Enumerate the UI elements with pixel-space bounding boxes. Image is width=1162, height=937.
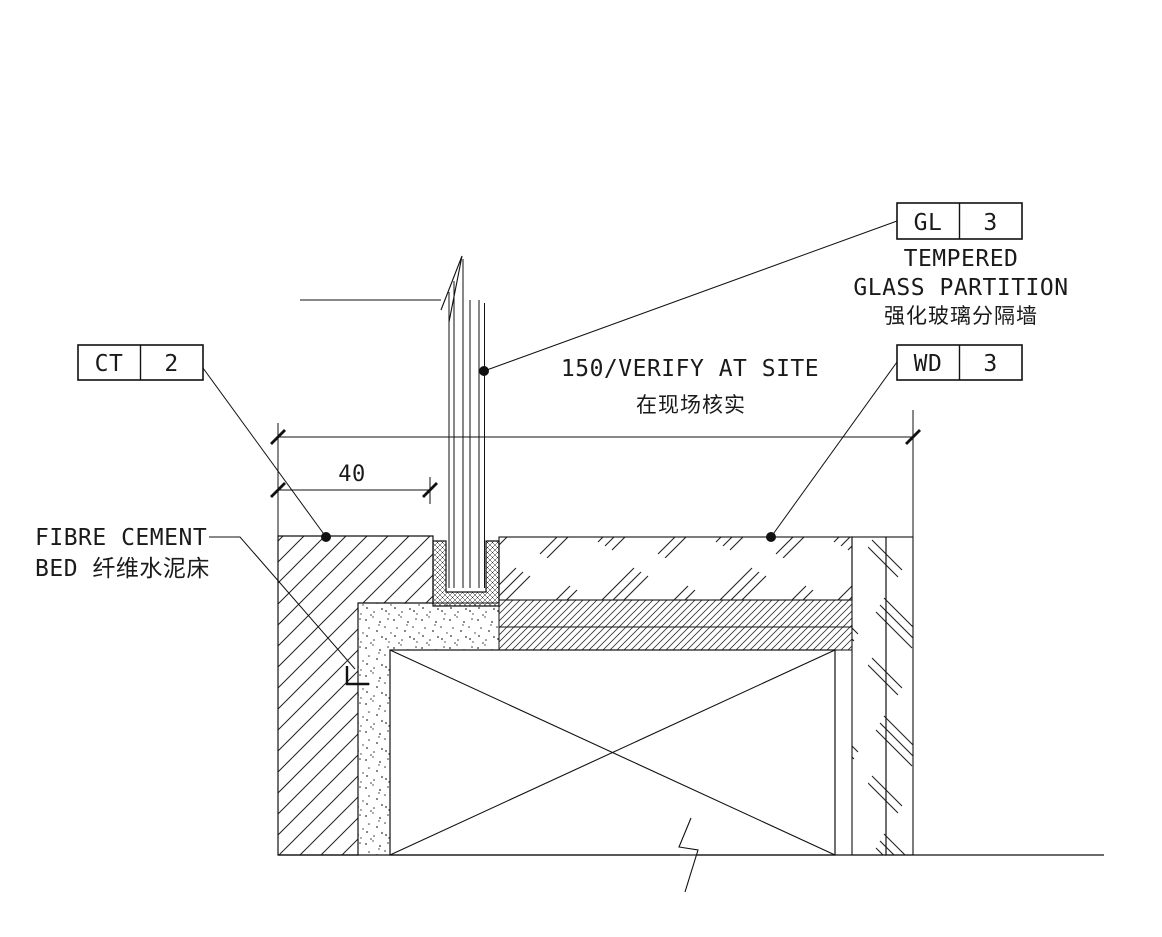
tag-gl-num: 3 xyxy=(983,210,997,236)
glass-panes xyxy=(448,259,485,588)
plywood-layer-1 xyxy=(498,599,853,628)
tag-wd-num: 3 xyxy=(983,351,997,377)
bottom-ground-line xyxy=(278,817,1104,893)
tag-ct-code: CT xyxy=(95,351,124,377)
plywood-layer-2 xyxy=(498,626,853,651)
dim-40-tick-right xyxy=(422,482,438,498)
leader-dot-gl xyxy=(479,366,489,376)
note-glass-partition: GLASS PARTITION xyxy=(853,275,1068,301)
channel-shape xyxy=(432,540,500,607)
dim-40-label: 40 xyxy=(338,462,366,487)
tag-ct: CT 2 xyxy=(77,344,204,381)
dimension-150 xyxy=(270,410,921,537)
wood-edge-planks xyxy=(851,536,914,856)
note-glass-partition-cn: 强化玻璃分隔墙 xyxy=(884,304,1038,328)
dim-150-tick-left xyxy=(270,429,286,445)
glass-channel-shoe xyxy=(432,540,500,607)
floor-break-symbol xyxy=(678,817,699,893)
tag-wd-code: WD xyxy=(914,351,943,377)
glass-break-symbol xyxy=(300,255,463,323)
wood-plank-shape xyxy=(498,536,853,601)
plywood-substrate-layers xyxy=(498,599,853,651)
note-verify-dim-cn: 在现场核实 xyxy=(636,393,746,417)
note-tempered: TEMPERED xyxy=(904,246,1019,272)
timber-blocking-xbox xyxy=(389,649,836,856)
blocking-diagonal-2 xyxy=(389,649,836,856)
annotation-texts: TEMPERED GLASS PARTITION 强化玻璃分隔墙 150/VER… xyxy=(35,246,1068,582)
tag-gl: GL 3 xyxy=(896,202,1023,240)
edge-plank-inner xyxy=(851,536,887,856)
leader-ct xyxy=(202,367,331,542)
note-fibre-line2: BED 纤维水泥床 xyxy=(35,556,210,582)
tag-wd: WD 3 xyxy=(896,344,1023,381)
note-fibre-line1: FIBRE CEMENT xyxy=(35,525,207,551)
wood-floor-plank xyxy=(498,536,853,601)
leader-fibre-cement xyxy=(209,536,369,686)
dim-40-tick-left xyxy=(270,482,286,498)
leader-gl xyxy=(479,220,898,376)
dim-150-tick-right xyxy=(905,429,921,445)
edge-plank-outer xyxy=(885,536,914,856)
dimension-40 xyxy=(270,477,438,504)
leader-dot-ct xyxy=(321,532,331,542)
leader-wd xyxy=(766,361,898,542)
tag-ct-num: 2 xyxy=(164,351,178,377)
note-verify-dim: 150/VERIFY AT SITE xyxy=(561,356,819,382)
fibre-leader-arrow xyxy=(345,666,369,686)
tag-gl-code: GL xyxy=(914,210,943,236)
leader-dot-wd xyxy=(766,532,776,542)
